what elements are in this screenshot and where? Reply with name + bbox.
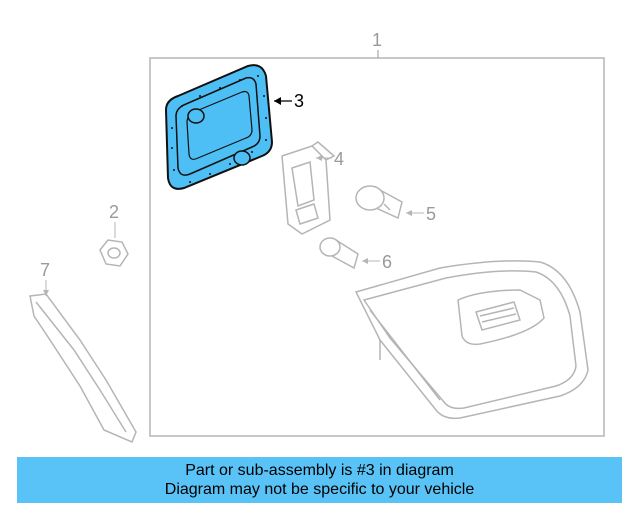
assembly-frame	[149, 57, 605, 437]
callout-7-arrowhead	[43, 290, 49, 296]
tail-lamp-housing[interactable]	[354, 260, 589, 420]
callout-3-label: 3	[294, 91, 304, 111]
bulb-part-5[interactable]	[355, 185, 403, 220]
callout-4-arrowhead	[316, 155, 322, 161]
trim-part-7[interactable]	[29, 293, 137, 443]
callout-1-label: 1	[372, 30, 382, 50]
callout-2-label: 2	[109, 202, 119, 222]
nut-part-2[interactable]	[99, 239, 129, 267]
callout-7-label: 7	[40, 260, 50, 280]
banner-line-2: Diagram may not be specific to your vehi…	[164, 481, 475, 498]
callout-3-arrowhead	[274, 97, 281, 105]
callout-6-arrowhead	[362, 258, 368, 264]
gasket-part-3[interactable]	[164, 64, 274, 190]
socket-part-4[interactable]	[281, 141, 336, 235]
bulb-part-6[interactable]	[319, 237, 359, 270]
parts-diagram: 1 3 4 5 6	[29, 30, 605, 443]
callout-5-label: 5	[426, 204, 436, 224]
banner-line-1: Part or sub-assembly is #3 in diagram	[185, 462, 454, 479]
callout-4-label: 4	[334, 149, 344, 169]
callout-6-label: 6	[382, 252, 392, 272]
callout-5-arrowhead	[406, 210, 412, 216]
info-banner: Part or sub-assembly is #3 in diagram Di…	[17, 457, 622, 503]
